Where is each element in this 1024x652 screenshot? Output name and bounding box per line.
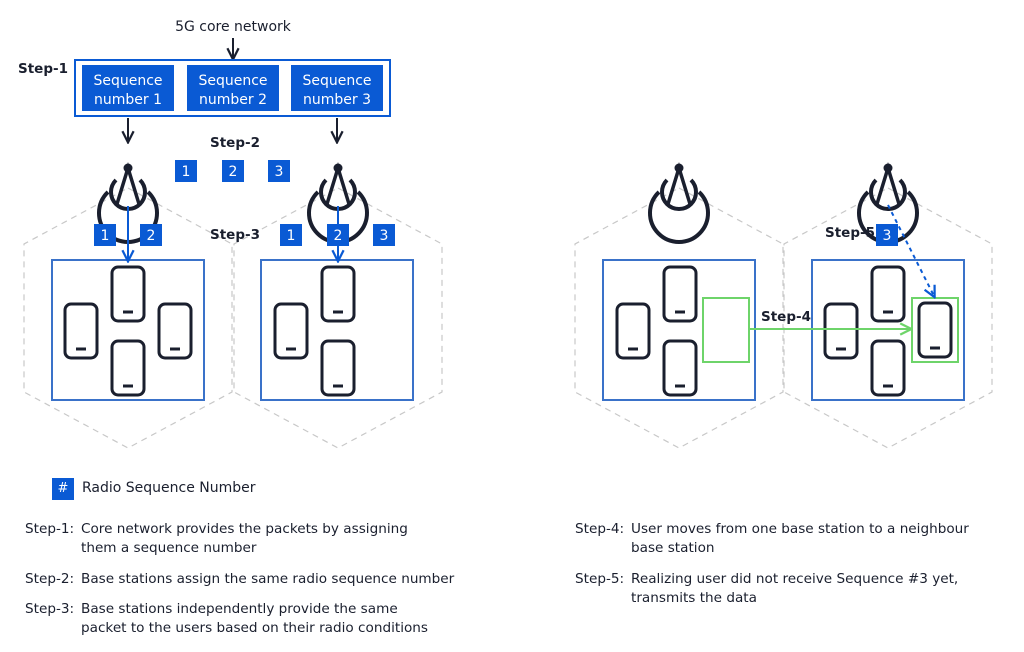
radio-seq-badge — [327, 224, 349, 246]
note-text: transmits the data — [631, 590, 757, 606]
note-text: them a sequence number — [81, 540, 257, 556]
note-text: User moves from one base station to a ne… — [631, 521, 969, 537]
note-key: Step-3: — [25, 601, 75, 617]
radio-seq-badge — [876, 224, 898, 246]
hex-cell-4 — [783, 187, 993, 449]
note-text: Realizing user did not receive Sequence … — [631, 571, 959, 587]
note-key: Step-5: — [575, 571, 625, 587]
sequence-box-2 — [187, 65, 279, 111]
radio-seq-number: 1 — [182, 164, 191, 180]
note-key: Step-1: — [25, 521, 75, 537]
radio-seq-badge — [268, 160, 290, 182]
note-text: base station — [631, 540, 715, 556]
sequence-box-3-line1: Sequence — [302, 73, 371, 89]
sequence-box-2-line2: number 2 — [199, 92, 267, 108]
step1-label: Step-1 — [18, 61, 68, 77]
note-text: packet to the users based on their radio… — [81, 620, 428, 636]
hex-cells — [23, 187, 993, 449]
note-text: Base stations assign the same radio sequ… — [81, 571, 455, 587]
note-key: Step-2: — [25, 571, 75, 587]
radio-seq-badge — [280, 224, 302, 246]
radio-seq-number: 2 — [229, 164, 238, 180]
step4-label: Step-4 — [761, 309, 811, 325]
sequence-box-1-line1: Sequence — [93, 73, 162, 89]
step5-label: Step-5 — [825, 225, 875, 241]
radio-seq-badge — [94, 224, 116, 246]
radio-seq-number: 3 — [883, 228, 892, 244]
sequence-box-3-line2: number 3 — [303, 92, 371, 108]
sequence-box-3 — [291, 65, 383, 111]
sequence-box-2-line1: Sequence — [198, 73, 267, 89]
radio-seq-badge — [175, 160, 197, 182]
radio-seq-badge — [373, 224, 395, 246]
legend-label: Radio Sequence Number — [82, 480, 256, 496]
note-text: Base stations independently provide the … — [81, 601, 398, 617]
radio-seq-number: 1 — [287, 228, 296, 244]
sequence-box-1-line2: number 1 — [94, 92, 162, 108]
radio-seq-number: 3 — [380, 228, 389, 244]
note-text: Core network provides the packets by ass… — [81, 521, 408, 537]
hex-cell-1 — [23, 187, 233, 449]
radio-seq-badge — [222, 160, 244, 182]
core-network-label: 5G core network — [175, 19, 292, 35]
note-key: Step-4: — [575, 521, 625, 537]
hex-cell-3 — [574, 187, 784, 449]
step5-arrow — [887, 204, 934, 296]
radio-seq-badge — [140, 224, 162, 246]
step2-label: Step-2 — [210, 135, 260, 151]
radio-seq-number: 2 — [147, 228, 156, 244]
radio-seq-number: 2 — [334, 228, 343, 244]
hex-cell-2 — [233, 187, 443, 449]
antenna-icon — [648, 161, 710, 244]
step3-label: Step-3 — [210, 227, 260, 243]
radio-seq-number: 3 — [275, 164, 284, 180]
user-old-position — [702, 297, 750, 363]
moved-user-phone-icon — [917, 301, 953, 359]
sequence-box-1 — [82, 65, 174, 111]
radio-seq-number: 1 — [101, 228, 110, 244]
legend-swatch: # — [52, 478, 74, 500]
